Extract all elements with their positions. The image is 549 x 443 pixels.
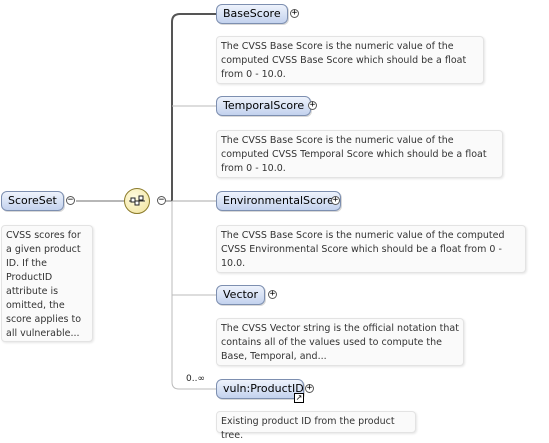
connector-basescore (171, 13, 216, 201)
productid-label: vuln:ProductID (223, 382, 304, 395)
connector-productid (171, 295, 216, 390)
scoreset-description-text: CVSS scores for a given product ID. If t… (6, 230, 82, 339)
vector-expand-toggle[interactable]: + (268, 289, 277, 299)
temporalscore-node[interactable]: TemporalScore (216, 96, 312, 116)
vector-description-text: The CVSS Vector string is the official n… (221, 323, 459, 362)
productid-description: Existing product ID from the product tre… (216, 411, 416, 441)
basescore-description: The CVSS Base Score is the numeric value… (216, 36, 484, 84)
scoreset-description: CVSS scores for a given product ID. If t… (1, 225, 93, 342)
scoreset-label: ScoreSet (8, 194, 57, 207)
environmentalscore-label: EnvironmentalScore (223, 194, 334, 207)
productid-description-text: Existing product ID from the product tre… (221, 416, 395, 441)
temporalscore-expand-toggle[interactable]: + (308, 100, 317, 110)
temporalscore-label: TemporalScore (223, 99, 305, 112)
sequence-collapse-toggle[interactable]: − (157, 195, 166, 205)
environmentalscore-expand-toggle[interactable]: + (331, 195, 340, 205)
scoreset-node[interactable]: ScoreSet (1, 191, 64, 211)
environmentalscore-node[interactable]: EnvironmentalScore (216, 191, 341, 211)
vector-node[interactable]: Vector (216, 285, 266, 305)
vector-description: The CVSS Vector string is the official n… (216, 318, 464, 366)
productid-expand-toggle[interactable]: + (305, 383, 314, 393)
basescore-expand-toggle[interactable]: + (290, 8, 299, 18)
temporalscore-description: The CVSS Base Score is the numeric value… (216, 130, 503, 178)
temporalscore-description-text: The CVSS Base Score is the numeric value… (221, 135, 487, 174)
scoreset-collapse-toggle[interactable]: − (66, 195, 75, 205)
reference-arrow-icon: ↗ (294, 393, 304, 403)
productid-node[interactable]: vuln:ProductID (216, 379, 304, 399)
environmentalscore-description: The CVSS Base Score is the numeric value… (216, 225, 526, 273)
vector-label: Vector (223, 288, 259, 301)
basescore-description-text: The CVSS Base Score is the numeric value… (221, 41, 467, 80)
productid-cardinality: 0..∞ (186, 374, 205, 384)
basescore-label: BaseScore (223, 7, 281, 20)
environmentalscore-description-text: The CVSS Base Score is the numeric value… (221, 230, 505, 269)
sequence-compositor[interactable] (124, 188, 150, 214)
sequence-compositor-icon (129, 195, 145, 206)
basescore-node[interactable]: BaseScore (216, 4, 288, 24)
